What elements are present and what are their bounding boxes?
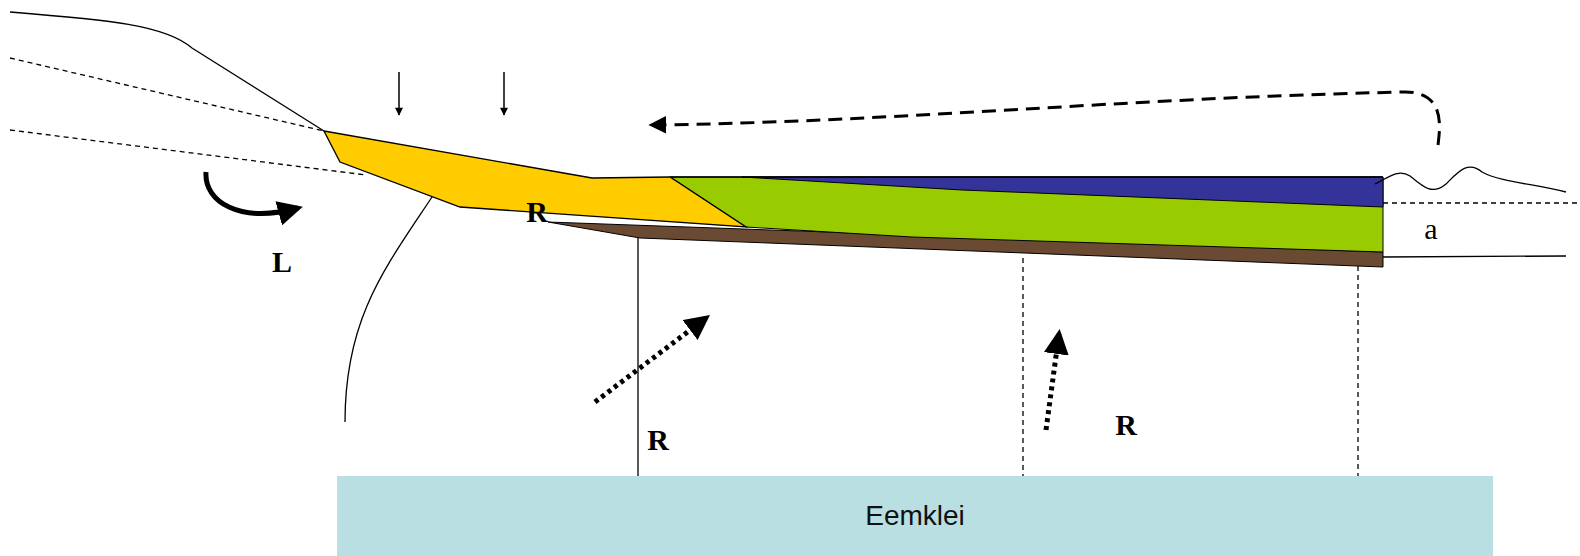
- seepage-arrow: [1046, 334, 1059, 430]
- infiltration-arrow: [398, 72, 400, 115]
- wave-line: [1375, 167, 1566, 192]
- flow-arrow: [652, 92, 1440, 145]
- curved-arrow: [206, 172, 298, 213]
- vertical-line: [1357, 266, 1358, 476]
- flow-label: R: [526, 197, 548, 227]
- boundary-curve: [345, 197, 432, 422]
- blue-layer: [742, 177, 1383, 207]
- band-label: Eemklei: [865, 500, 965, 532]
- dashed-line: [10, 58, 324, 131]
- green-layer: [670, 177, 1383, 252]
- dashed-line: [10, 130, 366, 175]
- dimension-label: a: [1424, 214, 1437, 244]
- clay-band: Eemklei: [337, 476, 1493, 556]
- seepage-arrow: [595, 318, 706, 402]
- top-line: [670, 176, 1383, 177]
- flow-label: R: [647, 425, 669, 455]
- surface-line: [10, 12, 324, 131]
- dashed-line: [1383, 202, 1580, 203]
- vertical-line: [1022, 258, 1023, 476]
- base-line: [1383, 256, 1566, 257]
- flow-label: L: [272, 247, 292, 277]
- infiltration-arrow: [503, 72, 505, 115]
- vertical-line: [637, 236, 638, 476]
- yellow-layer: [324, 131, 746, 227]
- flow-label: R: [1115, 410, 1137, 440]
